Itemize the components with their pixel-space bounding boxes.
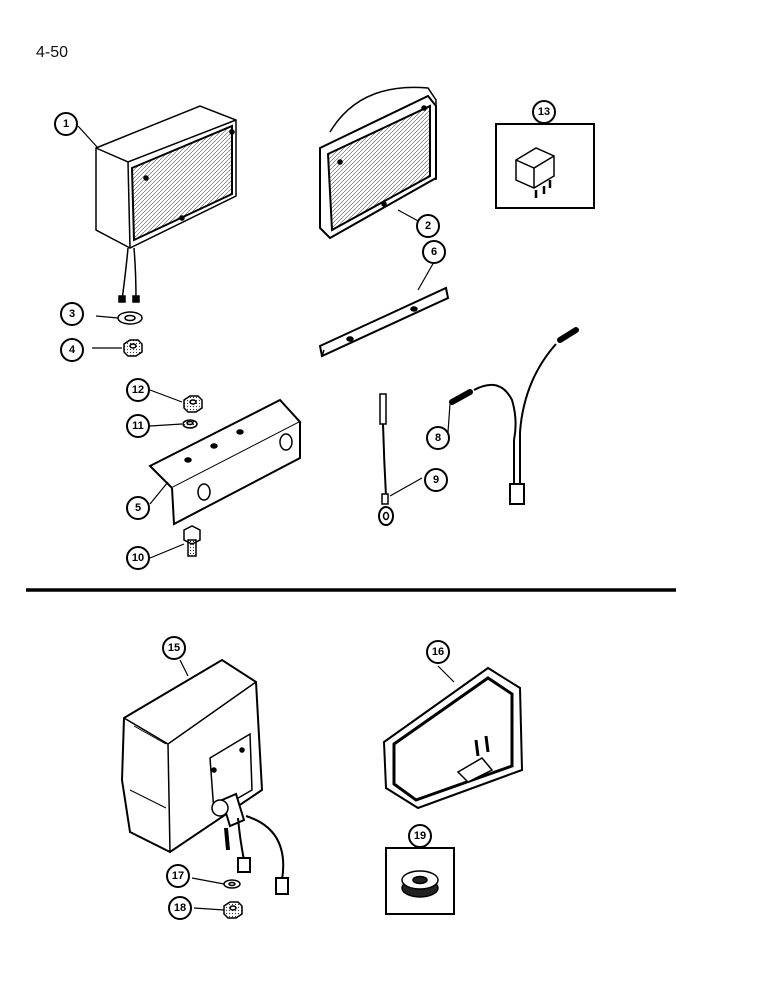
lockwasher-part-11 <box>182 419 198 429</box>
callout-2-label: 2 <box>425 220 431 232</box>
callout-15: 15 <box>162 636 186 660</box>
callout-16: 16 <box>426 640 450 664</box>
callout-12-label: 12 <box>132 384 144 396</box>
callout-11: 11 <box>126 414 150 438</box>
callout-18: 18 <box>168 896 192 920</box>
work-lamp-part-1 <box>95 105 237 303</box>
nut-part-18 <box>223 901 243 919</box>
callout-9: 9 <box>424 468 448 492</box>
bracket-part-6 <box>318 286 450 358</box>
callout-5: 5 <box>126 496 150 520</box>
flood-lamp-part-15 <box>120 658 289 895</box>
callout-18-label: 18 <box>174 902 186 914</box>
relay-part-13 <box>495 123 595 209</box>
callout-10-label: 10 <box>132 552 144 564</box>
callout-13: 13 <box>532 100 556 124</box>
grommet-part-19 <box>385 847 455 915</box>
callout-9-label: 9 <box>433 474 439 486</box>
lamp-housing-part-16 <box>382 666 524 810</box>
callout-1-label: 1 <box>63 118 69 130</box>
callout-8-label: 8 <box>435 432 441 444</box>
callout-10: 10 <box>126 546 150 570</box>
callout-3-label: 3 <box>69 308 75 320</box>
callout-6-label: 6 <box>431 246 437 258</box>
callout-19: 19 <box>408 824 432 848</box>
angle-bracket-part-5 <box>148 398 302 526</box>
page-number: 4-50 <box>36 44 69 61</box>
washer-part-3 <box>117 311 143 325</box>
work-lamp-part-2 <box>319 86 437 240</box>
callout-12: 12 <box>126 378 150 402</box>
callout-16-label: 16 <box>432 646 444 658</box>
callout-19-label: 19 <box>414 830 426 842</box>
washer-part-17 <box>223 879 241 889</box>
callout-13-label: 13 <box>538 106 550 118</box>
nut-part-4 <box>123 339 143 357</box>
callout-1: 1 <box>54 112 78 136</box>
callout-11-label: 11 <box>132 420 144 432</box>
callout-2: 2 <box>416 214 440 238</box>
callout-17: 17 <box>166 864 190 888</box>
harness-part-8 <box>449 327 579 505</box>
nut-part-12 <box>183 395 203 413</box>
callout-3: 3 <box>60 302 84 326</box>
leader-lines <box>77 122 545 911</box>
callout-4-label: 4 <box>69 344 76 356</box>
ground-wire-part-9 <box>378 393 394 526</box>
callout-4: 4 <box>60 338 84 362</box>
callout-8: 8 <box>426 426 450 450</box>
callout-6: 6 <box>422 240 446 264</box>
callout-17-label: 17 <box>172 870 184 882</box>
bolt-part-10 <box>183 525 201 557</box>
callout-5-label: 5 <box>135 502 141 514</box>
callout-15-label: 15 <box>168 642 180 654</box>
